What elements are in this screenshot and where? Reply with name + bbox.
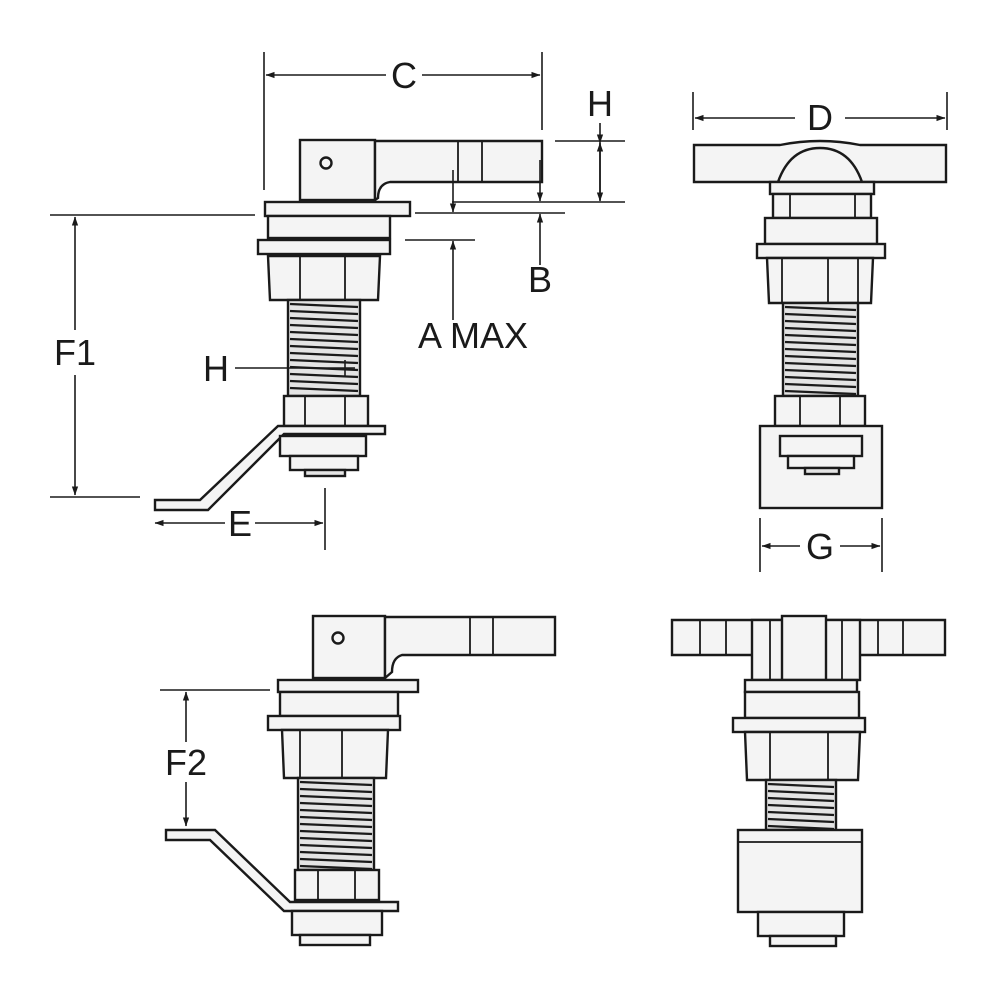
thread-line — [289, 309, 359, 316]
thread-line — [299, 836, 373, 843]
thread-line — [289, 344, 359, 351]
thread-line — [784, 333, 857, 340]
threaded-shaft — [286, 298, 362, 398]
thread-line — [289, 386, 359, 393]
thread-line — [299, 780, 373, 787]
thread-line — [784, 319, 857, 326]
front-view-closed — [692, 139, 948, 510]
thread-line — [289, 351, 359, 358]
thread-line — [289, 372, 359, 379]
thread-line — [767, 817, 835, 824]
dim-label-h-side: H — [203, 348, 229, 389]
threaded-shaft-front — [781, 301, 860, 398]
dim-label-f2: F2 — [165, 742, 207, 783]
hex-nut-lower — [282, 394, 370, 428]
dim-label-b: B — [528, 259, 552, 300]
threaded-shaft-front-open — [764, 778, 838, 832]
washer — [266, 214, 392, 240]
thread-line — [767, 824, 835, 831]
thread-line — [784, 305, 857, 312]
thread-line — [299, 787, 373, 794]
latch-handle — [298, 138, 544, 203]
thread-line — [767, 803, 835, 810]
front-view-open — [670, 614, 947, 948]
thread-line — [299, 808, 373, 815]
thread-line — [299, 843, 373, 850]
dim-label-d: D — [807, 97, 833, 138]
bottom-washer — [278, 434, 368, 458]
thread-line — [289, 330, 359, 337]
thread-line — [299, 850, 373, 857]
thread-line — [784, 347, 857, 354]
thread-line — [299, 829, 373, 836]
thread-line — [299, 857, 373, 864]
thread-line — [767, 789, 835, 796]
thread-line — [289, 337, 359, 344]
hex-nut-upper — [266, 254, 382, 302]
dim-label-c: C — [391, 55, 417, 96]
mounting-flange — [263, 200, 412, 218]
thread-line — [784, 368, 857, 375]
thread-line — [767, 810, 835, 817]
thread-line — [784, 389, 857, 396]
thread-line — [299, 815, 373, 822]
thread-line — [784, 375, 857, 382]
thread-line — [289, 316, 359, 323]
thread-line — [289, 379, 359, 386]
hex-nut-front — [765, 256, 875, 305]
thread-line — [767, 782, 835, 789]
thread-line — [784, 361, 857, 368]
thread-line — [289, 323, 359, 330]
dim-label-f1: F1 — [54, 332, 96, 373]
cam-arm — [153, 424, 387, 512]
hex-nut-front-open — [743, 730, 862, 782]
thread-line — [299, 801, 373, 808]
thread-line — [299, 864, 373, 871]
dim-label-h-top: H — [587, 83, 613, 124]
lower-nut-front — [773, 394, 867, 428]
collar — [256, 238, 392, 256]
dimensions-view-2: D G — [692, 92, 948, 572]
latch-handle-open — [311, 614, 557, 681]
thread-line — [767, 796, 835, 803]
dim-label-e: E — [228, 503, 252, 544]
dimensions-view-3: F2 — [160, 689, 270, 827]
cam-arm-open — [164, 828, 400, 913]
dim-label-g: G — [806, 526, 834, 567]
dome-cap — [776, 146, 864, 184]
hex-nut-lower-open — [293, 868, 381, 902]
hex-nut-upper-open — [280, 728, 390, 780]
thread-line — [299, 822, 373, 829]
thread-line — [784, 354, 857, 361]
thread-line — [784, 382, 857, 389]
thread-line — [289, 358, 359, 365]
shaft-end — [303, 468, 347, 478]
dim-label-a-max: A MAX — [418, 315, 528, 356]
side-view-open — [164, 614, 557, 947]
threaded-shaft-open — [296, 776, 376, 872]
thread-line — [289, 302, 359, 309]
thread-line — [784, 340, 857, 347]
bottom-nut — [288, 454, 360, 472]
thread-line — [784, 326, 857, 333]
dimensions-view-1: C H B A MAX F1 H E — [50, 52, 625, 550]
cam-block-open — [736, 828, 864, 914]
thread-line — [299, 794, 373, 801]
thread-line — [784, 312, 857, 319]
